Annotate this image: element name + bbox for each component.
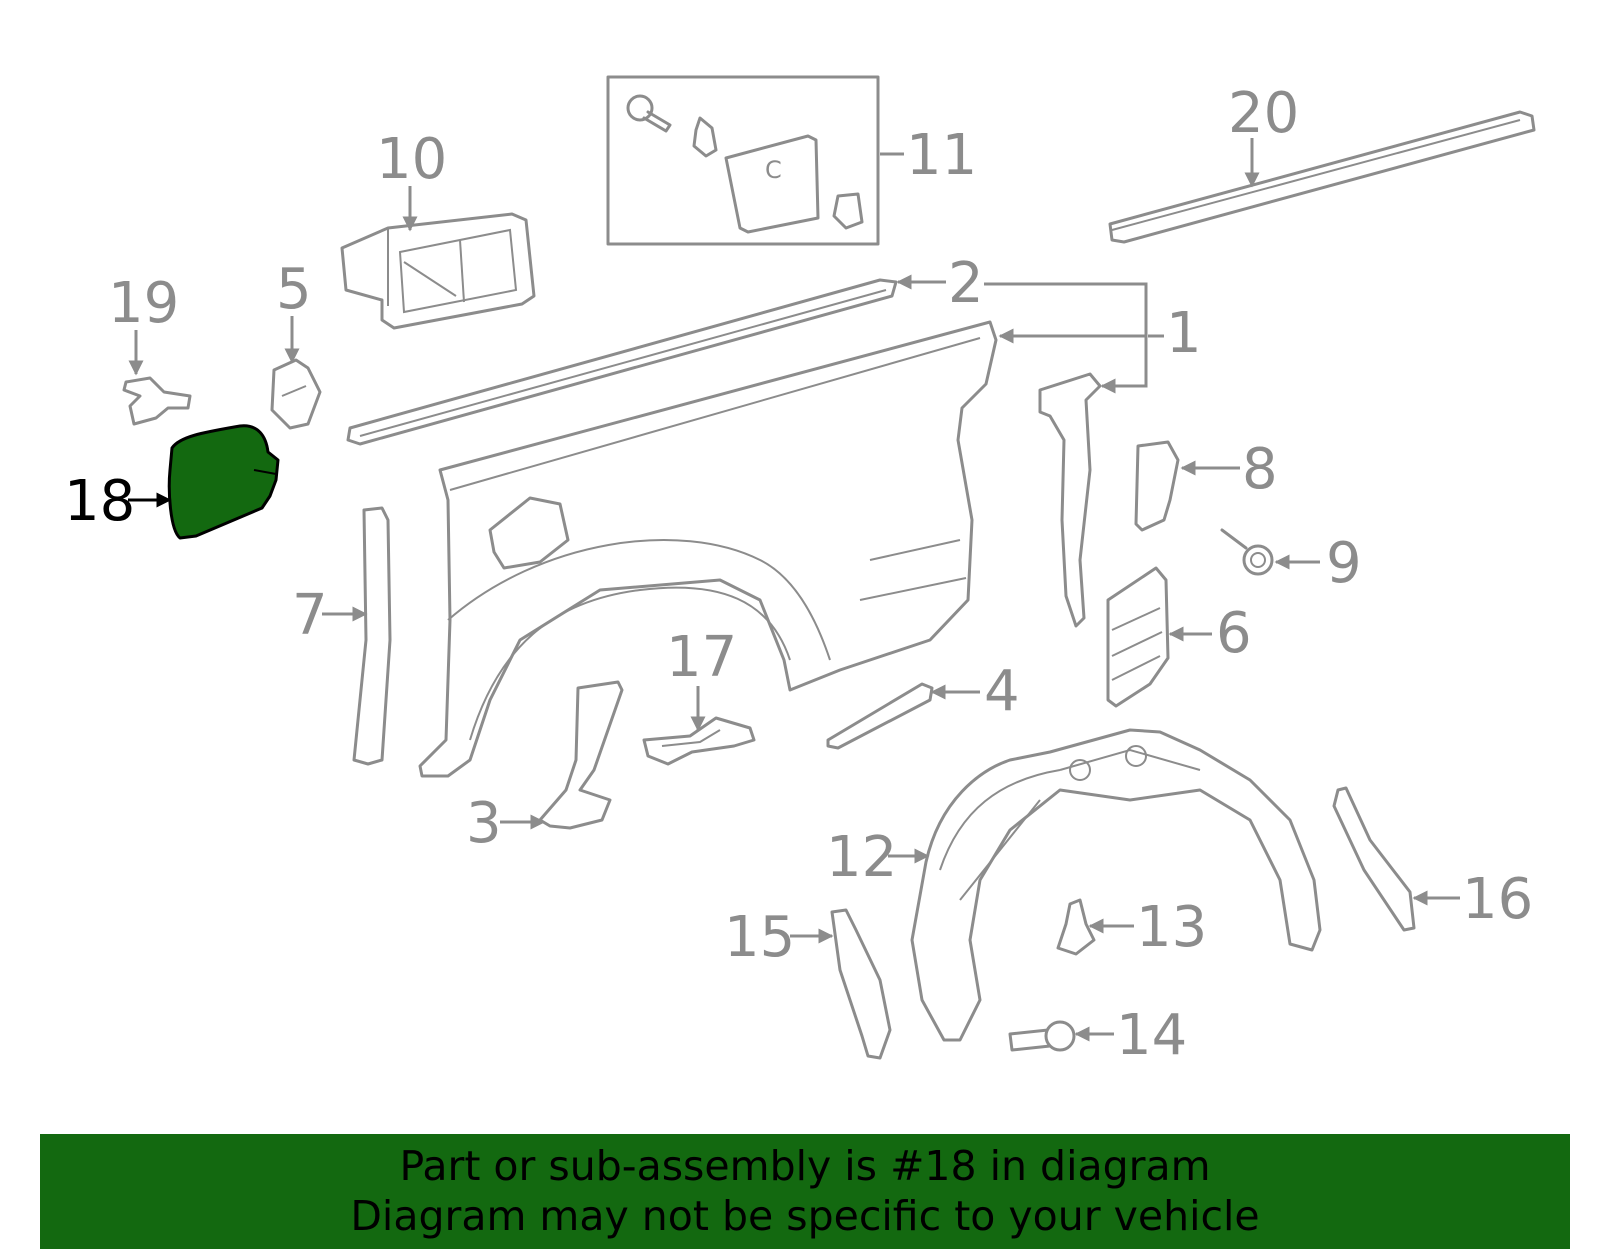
part-18-fuel-door: [167, 424, 280, 540]
part-9-bolt: [1220, 528, 1274, 576]
callout-7: 7: [292, 583, 328, 648]
callout-16: 16: [1462, 867, 1533, 932]
leader-lines: [128, 138, 1460, 1042]
callout-20: 20: [1228, 81, 1299, 146]
info-banner: Part or sub-assembly is #18 in diagram D…: [40, 1134, 1570, 1249]
part-1-bed-side: [418, 320, 998, 778]
banner-line-2: Diagram may not be specific to your vehi…: [350, 1192, 1260, 1240]
callout-10: 10: [376, 127, 447, 192]
callout-2: 2: [948, 251, 984, 316]
part-19-hinge: [122, 376, 192, 426]
callout-19: 19: [108, 271, 179, 336]
part-12-wheel-liner: [910, 728, 1322, 1042]
part-6-panel: [1106, 566, 1170, 708]
callout-3: 3: [466, 791, 502, 856]
part-4-strip: [826, 682, 934, 750]
part-10-vent: [340, 212, 536, 330]
part-8-bracket: [1134, 440, 1180, 532]
banner-line-1: Part or sub-assembly is #18 in diagram: [399, 1142, 1211, 1190]
callout-17: 17: [666, 625, 737, 690]
part-14-bolt: [1008, 1020, 1076, 1052]
callout-4: 4: [984, 659, 1020, 724]
part-16-strip: [1332, 786, 1416, 932]
part-13-clip: [1056, 898, 1096, 956]
callout-6: 6: [1216, 601, 1252, 666]
callout-18: 18: [64, 469, 135, 534]
part-3-bracket: [538, 680, 624, 830]
callout-14: 14: [1116, 1003, 1187, 1068]
part-11-hardware-kit: C: [606, 75, 880, 246]
callout-9: 9: [1326, 531, 1362, 596]
part-7-strip: [352, 506, 392, 766]
part-15-bracket: [830, 908, 892, 1060]
part-20-rail: [1108, 110, 1536, 244]
callout-1: 1: [1166, 301, 1202, 366]
callout-13: 13: [1136, 895, 1207, 960]
part-5-bumper: [270, 358, 322, 430]
svg-text:C: C: [765, 156, 782, 184]
part-2-upper-rail: [346, 278, 898, 446]
callout-8: 8: [1242, 437, 1278, 502]
part-1-pillar: [1038, 372, 1102, 628]
callout-11: 11: [906, 123, 977, 188]
callout-15: 15: [724, 905, 795, 970]
callout-12: 12: [826, 825, 897, 890]
callout-5: 5: [276, 257, 312, 322]
